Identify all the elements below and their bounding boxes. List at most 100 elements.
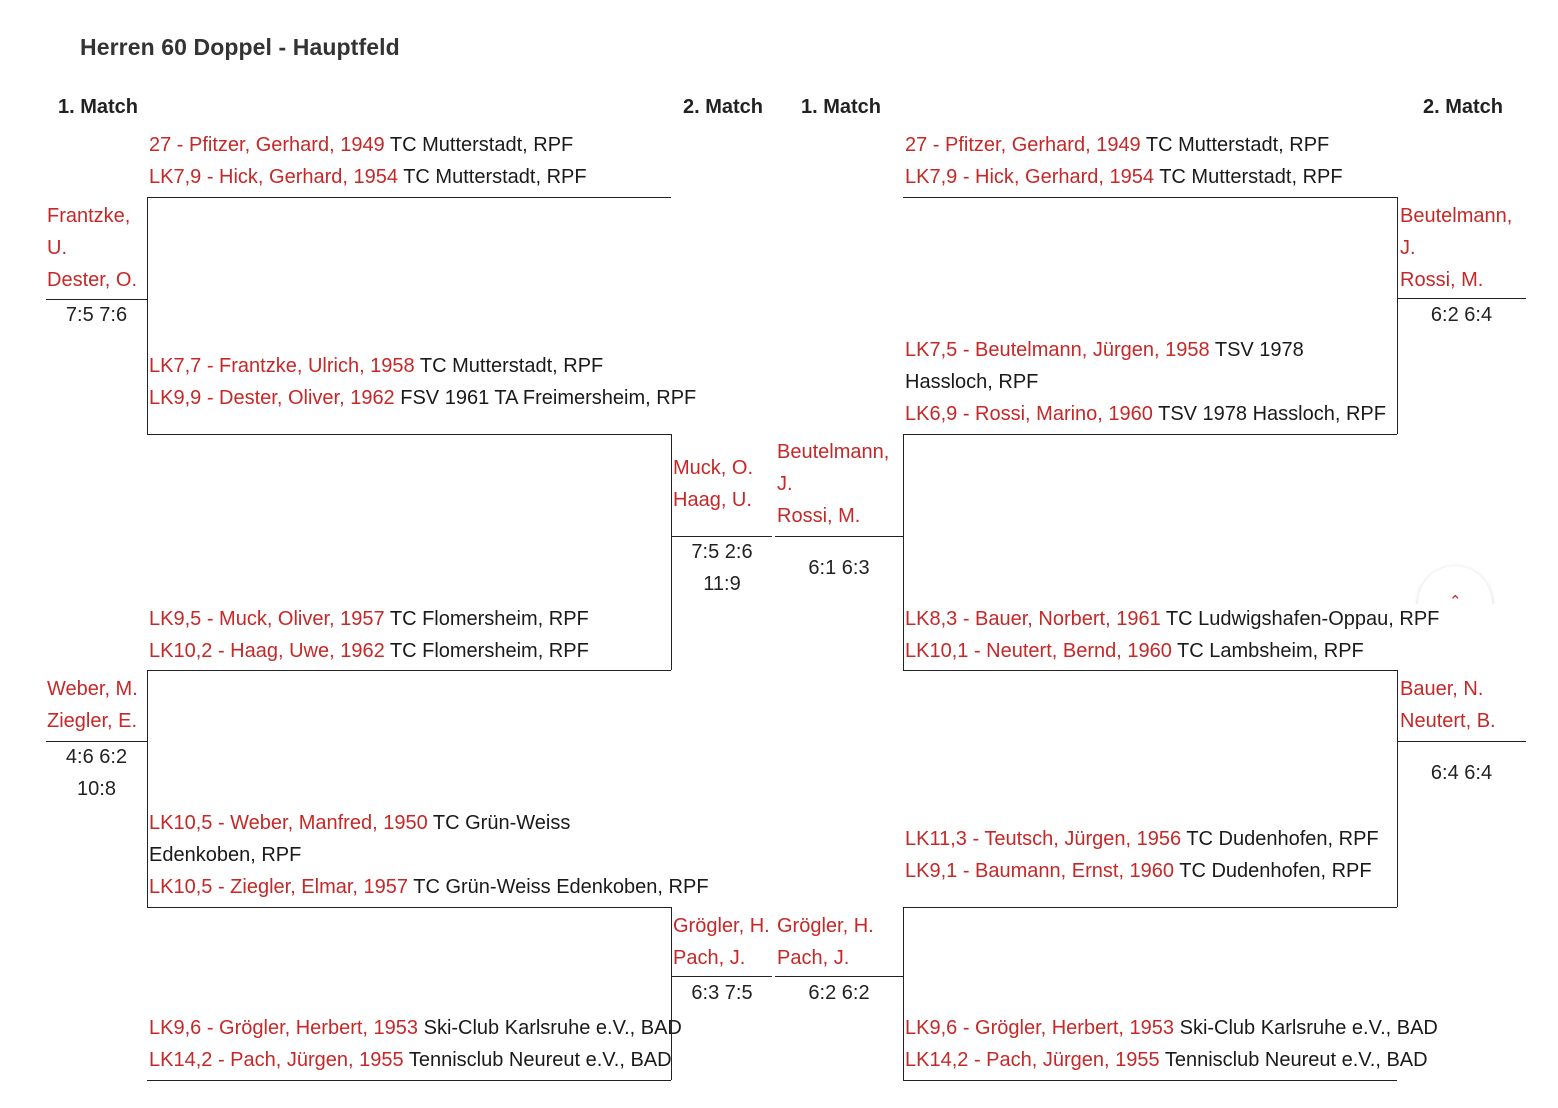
match-score: 7:5 7:6	[46, 299, 147, 331]
bracket-line	[147, 670, 671, 671]
club-name: Ski-Club Karlsruhe e.V., BAD	[1174, 1017, 1438, 1039]
match-winner[interactable]: Grögler, H. Pach, J.	[673, 910, 770, 974]
bracket-line	[46, 299, 147, 300]
match-winner[interactable]: Muck, O. Haag, U.	[673, 452, 753, 516]
entry-team: 27 - Pfitzer, Gerhard, 1949 TC Muttersta…	[149, 129, 587, 193]
match-winner[interactable]: Frantzke, U. Dester, O.	[47, 200, 137, 296]
bracket-line	[903, 907, 1397, 908]
entry-team: LK10,5 - Weber, Manfred, 1950 TC Grün-We…	[149, 807, 709, 903]
player-link[interactable]: LK9,6 - Grögler, Herbert, 1953	[149, 1017, 419, 1039]
bracket-line	[903, 434, 1397, 435]
entry-team: 27 - Pfitzer, Gerhard, 1949 TC Muttersta…	[905, 129, 1343, 193]
winner-line: J.	[777, 473, 793, 495]
match-score: 6:4 6:4	[1397, 757, 1526, 789]
winner-line: U.	[47, 237, 67, 259]
player-link[interactable]: LK10,5 - Ziegler, Elmar, 1957	[149, 876, 409, 898]
club-name: TC Ludwigshafen-Oppau, RPF	[1160, 608, 1440, 630]
score-line: 6:2 6:4	[1430, 304, 1493, 326]
match-score: 6:2 6:4	[1397, 299, 1526, 331]
club-name: TSV 1978 Hassloch, RPF	[1152, 403, 1386, 425]
player-link[interactable]: 27 - Pfitzer, Gerhard, 1949	[905, 134, 1141, 156]
match-winner[interactable]: Beutelmann, J. Rossi, M.	[777, 436, 889, 532]
entry-team: LK8,3 - Bauer, Norbert, 1961 TC Ludwigsh…	[905, 603, 1439, 667]
winner-line: Haag, U.	[673, 489, 752, 511]
score-line: 6:1 6:3	[808, 557, 870, 579]
page-title: Herren 60 Doppel - Hauptfeld	[80, 34, 400, 60]
winner-line: Grögler, H.	[673, 915, 770, 937]
club-name: TC Mutterstadt, RPF	[398, 166, 587, 188]
score-line: 11:9	[703, 573, 741, 595]
header-left-round1: 1. Match	[58, 96, 139, 118]
player-link[interactable]: LK7,9 - Hick, Gerhard, 1954	[149, 166, 399, 188]
score-line: 7:5 2:6	[691, 541, 753, 563]
winner-line: Bauer, N.	[1400, 678, 1484, 700]
club-name: TC Lambsheim, RPF	[1171, 640, 1364, 662]
player-link[interactable]: LK9,9 - Dester, Oliver, 1962	[149, 387, 395, 409]
entry-team: LK9,6 - Grögler, Herbert, 1953 Ski-Club …	[905, 1012, 1438, 1076]
winner-line: Rossi, M.	[1400, 269, 1484, 291]
match-score: 4:6 6:2 10:8	[46, 741, 147, 805]
bracket-line	[775, 976, 903, 977]
club-name: TC Mutterstadt, RPF	[414, 355, 604, 377]
match-winner[interactable]: Grögler, H. Pach, J.	[777, 910, 874, 974]
player-link[interactable]: 27 - Pfitzer, Gerhard, 1949	[149, 134, 385, 156]
player-link[interactable]: LK14,2 - Pach, Jürgen, 1955	[905, 1049, 1160, 1071]
winner-line: Grögler, H.	[777, 915, 874, 937]
entry-team: LK7,5 - Beutelmann, Jürgen, 1958 TSV 197…	[905, 334, 1386, 430]
club-name: Ski-Club Karlsruhe e.V., BAD	[418, 1017, 682, 1039]
entry-team: LK11,3 - Teutsch, Jürgen, 1956 TC Dudenh…	[905, 823, 1379, 887]
match-score: 6:2 6:2	[775, 977, 903, 1009]
bracket-line	[147, 197, 671, 198]
winner-line: Ziegler, E.	[47, 710, 138, 732]
club-name: TC Grün-Weiss Edenkoben, RPF	[149, 812, 571, 866]
entry-team: LK9,5 - Muck, Oliver, 1957 TC Flomershei…	[149, 603, 589, 667]
winner-line: Beutelmann,	[777, 441, 890, 463]
winner-line: Pach, J.	[673, 947, 746, 969]
player-link[interactable]: LK14,2 - Pach, Jürgen, 1955	[149, 1049, 404, 1071]
player-link[interactable]: LK6,9 - Rossi, Marino, 1960	[905, 403, 1153, 425]
bracket-line	[147, 907, 671, 908]
player-link[interactable]: LK9,6 - Grögler, Herbert, 1953	[905, 1017, 1175, 1039]
scroll-top-button[interactable]: ⌃	[1410, 560, 1500, 604]
club-name: TC Mutterstadt, RPF	[1154, 166, 1343, 188]
player-link[interactable]: LK7,5 - Beutelmann, Jürgen, 1958	[905, 339, 1210, 361]
club-name: TC Mutterstadt, RPF	[384, 134, 574, 156]
winner-line: Neutert, B.	[1400, 710, 1496, 732]
scroll-top-circle[interactable]: ⌃	[1418, 566, 1492, 604]
bracket-line	[46, 741, 147, 742]
player-link[interactable]: LK10,1 - Neutert, Bernd, 1960	[905, 640, 1172, 662]
player-link[interactable]: LK9,1 - Baumann, Ernst, 1960	[905, 860, 1175, 882]
bracket-line	[671, 976, 772, 977]
bracket-line	[1397, 670, 1398, 907]
match-winner[interactable]: Bauer, N. Neutert, B.	[1400, 673, 1496, 737]
match-winner[interactable]: Weber, M. Ziegler, E.	[47, 673, 138, 737]
match-score: 7:5 2:6 11:9	[672, 536, 772, 600]
score-line: 6:2 6:2	[808, 982, 870, 1004]
bracket-line	[903, 907, 904, 1080]
chevron-up-icon: ⌃	[1449, 593, 1462, 604]
player-link[interactable]: LK8,3 - Bauer, Norbert, 1961	[905, 608, 1161, 630]
player-link[interactable]: LK7,7 - Frantzke, Ulrich, 1958	[149, 355, 415, 377]
bracket-line	[1397, 741, 1526, 742]
bracket-line	[147, 434, 671, 435]
bracket-line	[671, 434, 672, 670]
winner-line: Weber, M.	[47, 678, 138, 700]
club-name: TC Flomersheim, RPF	[384, 640, 589, 662]
bracket-line	[775, 536, 903, 537]
player-link[interactable]: LK9,5 - Muck, Oliver, 1957	[149, 608, 385, 630]
header-left-round2: 2. Match	[683, 96, 764, 118]
winner-line: Pach, J.	[777, 947, 850, 969]
score-line: 10:8	[77, 778, 116, 800]
score-line: 7:5 7:6	[65, 304, 128, 326]
player-link[interactable]: LK7,9 - Hick, Gerhard, 1954	[905, 166, 1155, 188]
match-winner[interactable]: Beutelmann, J. Rossi, M.	[1400, 200, 1512, 296]
club-name: TC Grün-Weiss Edenkoben, RPF	[408, 876, 709, 898]
player-link[interactable]: LK10,5 - Weber, Manfred, 1950	[149, 812, 428, 834]
score-line: 6:3 7:5	[691, 982, 753, 1004]
bracket-line	[1397, 298, 1526, 299]
bracket-line	[671, 536, 772, 537]
club-name: Tennisclub Neureut e.V., BAD	[1159, 1049, 1428, 1071]
player-link[interactable]: LK10,2 - Haag, Uwe, 1962	[149, 640, 385, 662]
bracket-line	[903, 434, 904, 670]
player-link[interactable]: LK11,3 - Teutsch, Jürgen, 1956	[905, 828, 1182, 850]
